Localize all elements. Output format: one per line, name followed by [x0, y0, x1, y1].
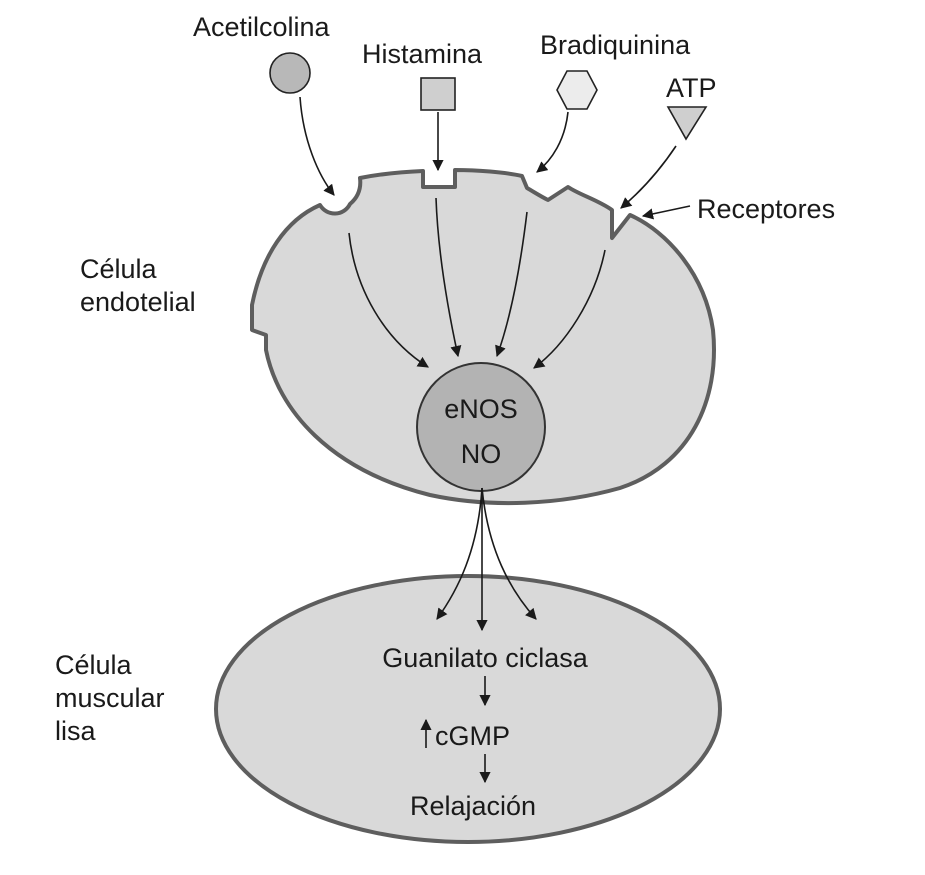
- bradykinin-arrow: [536, 111, 569, 173]
- endothelial-cell: [250, 168, 716, 506]
- smooth-cell-label-line1: Célula: [55, 650, 133, 680]
- histamine-label: Histamina: [362, 39, 483, 69]
- smooth-cell-label-line2: muscular: [55, 683, 165, 713]
- acetylcholine-ligand: [269, 52, 311, 94]
- enos-nucleus: [416, 362, 546, 492]
- signal-arrow-3: [495, 211, 528, 358]
- enos-label: eNOS: [444, 394, 518, 424]
- smooth-cell-label-line3: lisa: [55, 716, 96, 746]
- endothelial-cell-label-line2: endotelial: [80, 287, 196, 317]
- histamine-ligand: [420, 77, 456, 111]
- bradykinin-label: Bradiquinina: [540, 30, 691, 60]
- no-arrow-left: [436, 487, 483, 620]
- cgmp-label: cGMP: [435, 721, 510, 751]
- receptors-pointer-arrow: [641, 205, 691, 220]
- atp-ligand: [666, 106, 708, 141]
- signal-arrow-1: [348, 232, 429, 368]
- smooth-muscle-cell: [214, 574, 722, 844]
- acetylcholine-label: Acetilcolina: [193, 12, 331, 42]
- atp-arrow: [620, 145, 677, 209]
- receptors-label: Receptores: [697, 194, 835, 224]
- guanylate-cyclase-label: Guanilato ciclasa: [382, 643, 589, 673]
- acetylcholine-arrow: [299, 96, 335, 196]
- signal-arrow-4: [533, 249, 606, 369]
- signal-arrow-2: [435, 197, 462, 358]
- no-label: NO: [461, 439, 502, 469]
- relaxation-label: Relajación: [410, 791, 536, 821]
- bradykinin-ligand: [556, 70, 598, 110]
- no-arrow-right: [481, 487, 537, 620]
- endothelial-cell-label-line1: Célula: [80, 254, 158, 284]
- atp-label: ATP: [666, 73, 717, 103]
